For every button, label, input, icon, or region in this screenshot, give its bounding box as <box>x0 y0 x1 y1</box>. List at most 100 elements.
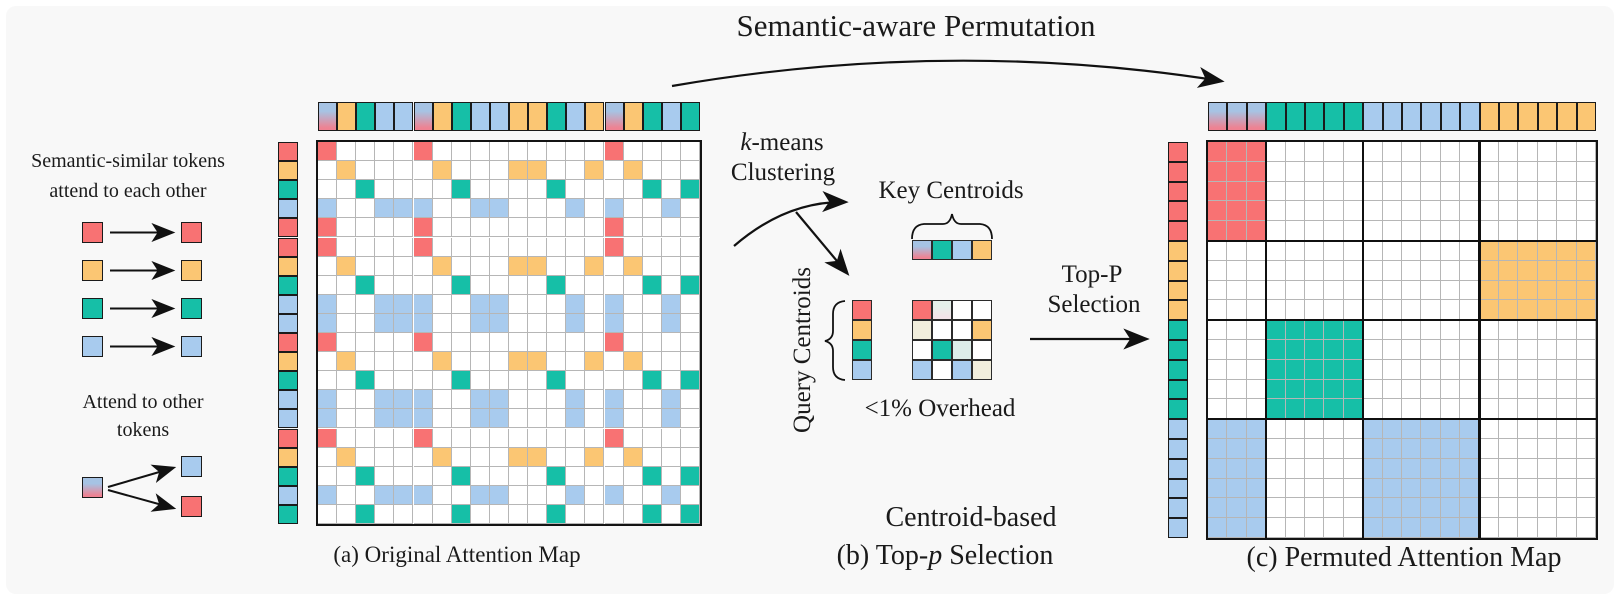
token-cell-B <box>1363 102 1383 131</box>
attn-cell-empty <box>489 237 509 257</box>
attn-cell-B <box>1227 518 1247 538</box>
attn-cell-empty <box>1305 260 1325 281</box>
attn-cell-empty <box>356 199 376 219</box>
attn-cell-empty <box>1324 458 1344 479</box>
attn-cell-empty <box>547 218 567 238</box>
attn-cell-empty <box>337 409 357 429</box>
attn-cell-B <box>318 294 338 314</box>
attn-cell-empty <box>680 256 700 276</box>
attn-cell-empty <box>1421 280 1441 301</box>
attn-cell-empty <box>680 352 700 372</box>
attn-cell-Y <box>1518 241 1538 261</box>
attn-cell-B <box>318 313 338 333</box>
attn-cell-B <box>604 294 624 314</box>
attn-cell-Y <box>1479 260 1499 281</box>
attn-cell-empty <box>1266 142 1286 162</box>
attn-cell-R <box>318 218 338 238</box>
attn-cell-empty <box>566 447 586 467</box>
attn-cell-empty <box>432 390 452 410</box>
attn-cell-B <box>1363 439 1383 459</box>
attn-cell-empty <box>432 371 452 391</box>
attn-cell-empty <box>547 256 567 276</box>
attn-cell-empty <box>1421 359 1441 380</box>
attn-cell-empty <box>337 504 357 524</box>
attn-cell-G <box>1266 379 1286 400</box>
legend-token-left-Y <box>82 260 103 281</box>
token-cell-Y <box>278 352 298 372</box>
token-cell-Y <box>528 102 548 131</box>
attn-cell-empty <box>1421 181 1441 202</box>
token-cell-B <box>278 485 298 505</box>
attn-cell-B <box>394 199 414 219</box>
attn-cell-empty <box>1557 458 1577 479</box>
attn-cell-B <box>375 485 395 505</box>
token-cell-G <box>278 180 298 200</box>
attn-cell-B <box>1246 458 1267 479</box>
attn-cell-empty <box>1208 379 1228 400</box>
attn-cell-empty <box>1576 181 1596 202</box>
token-cell-Y <box>1576 102 1596 131</box>
attn-cell-empty <box>528 428 548 448</box>
attn-cell-empty <box>318 180 338 200</box>
block-divider-vertical <box>1361 142 1365 538</box>
attn-cell-empty <box>451 333 471 353</box>
attn-cell-B <box>413 390 433 410</box>
token-cell-X <box>413 102 433 131</box>
attn-cell-empty <box>1305 439 1325 459</box>
attn-cell-empty <box>547 161 567 181</box>
attn-cell-G <box>1285 399 1305 420</box>
attn-cell-empty <box>1537 439 1558 459</box>
attn-cell-empty <box>394 180 414 200</box>
attn-cell-empty <box>1343 161 1364 182</box>
attn-cell-B <box>1440 458 1461 479</box>
attn-cell-empty <box>432 218 452 238</box>
token-cell-B <box>278 294 298 314</box>
attn-cell-empty <box>661 466 681 486</box>
attn-cell-empty <box>1285 181 1305 202</box>
attn-cell-empty <box>1518 399 1538 420</box>
attn-cell-Y <box>1537 280 1558 301</box>
attn-cell-empty <box>1266 161 1286 182</box>
attn-cell-G <box>680 504 700 524</box>
attn-cell-B <box>318 199 338 219</box>
token-cell-R <box>1168 221 1188 241</box>
attn-cell-Y <box>1576 241 1596 261</box>
attn-cell-B <box>1382 458 1402 479</box>
attn-cell-empty <box>1343 419 1364 439</box>
attn-cell-G <box>1266 399 1286 420</box>
token-cell-Y <box>1499 102 1519 131</box>
attn-cell-empty <box>356 294 376 314</box>
attn-cell-empty <box>1305 221 1325 241</box>
attn-cell-empty <box>1460 280 1480 301</box>
centroid-cell-B <box>952 240 972 260</box>
attn-cell-empty <box>318 161 338 181</box>
attn-cell-empty <box>470 256 490 276</box>
attn-cell-empty <box>1285 498 1305 519</box>
key-centroids-label: Key Centroids <box>878 177 1024 204</box>
legend-token-right-B <box>181 336 202 357</box>
attn-cell-empty <box>1266 439 1286 459</box>
attn-cell-B <box>1402 419 1422 439</box>
attn-cell-B <box>489 313 509 333</box>
token-cell-B <box>394 102 414 131</box>
attn-cell-empty <box>509 333 529 353</box>
attn-cell-empty <box>1518 518 1538 538</box>
attn-cell-empty <box>432 294 452 314</box>
attn-cell-empty <box>1557 478 1577 499</box>
attn-cell-empty <box>1499 359 1519 380</box>
attn-cell-empty <box>528 485 548 505</box>
attn-cell-B <box>1363 458 1383 479</box>
attn-cell-empty <box>1227 399 1247 420</box>
legend-token-right-Y <box>181 260 202 281</box>
attn-cell-B <box>1208 458 1228 479</box>
attn-cell-empty <box>1402 142 1422 162</box>
attn-cell-empty <box>566 333 586 353</box>
attn-cell-empty <box>1266 201 1286 222</box>
attn-cell-G <box>642 466 662 486</box>
attn-cell-empty <box>470 142 490 162</box>
attn-cell-empty <box>1305 518 1325 538</box>
attn-cell-empty <box>566 428 586 448</box>
token-cell-B <box>1168 498 1188 519</box>
attn-cell-empty <box>528 409 548 429</box>
attn-cell-empty <box>566 161 586 181</box>
